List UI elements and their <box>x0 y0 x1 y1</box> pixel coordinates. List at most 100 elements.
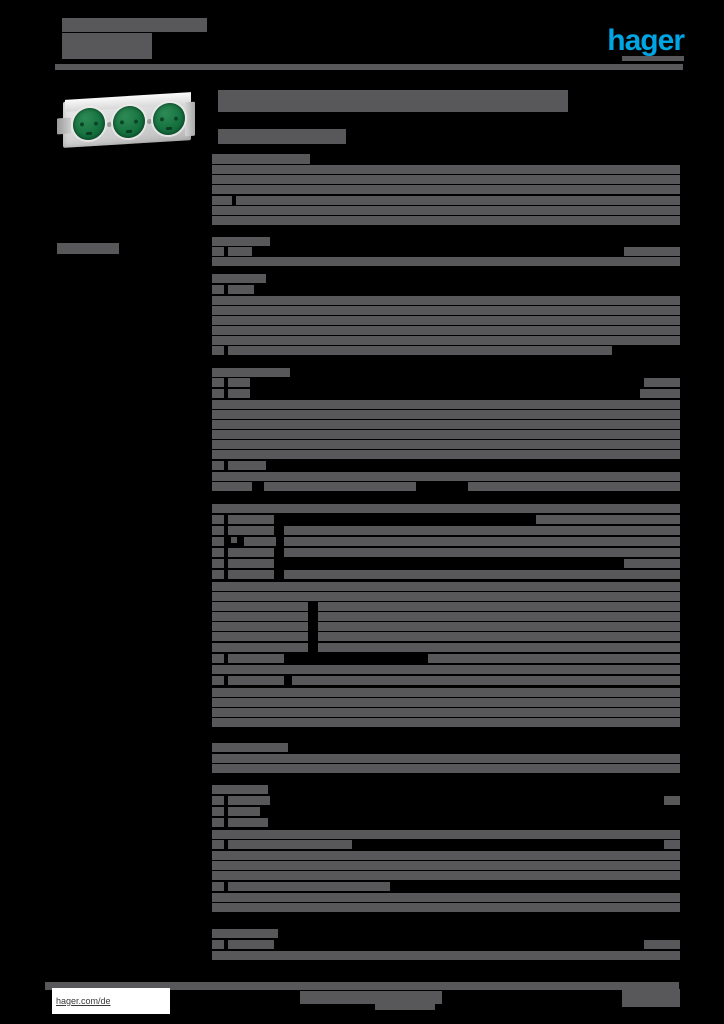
spec-value <box>212 450 680 459</box>
spec-label <box>212 929 278 938</box>
spec-value <box>264 482 416 491</box>
spec-label <box>212 237 270 246</box>
spec-bullet <box>212 285 224 294</box>
spec-value <box>212 306 680 315</box>
spec-bullet <box>212 654 224 663</box>
spec-value <box>212 893 680 902</box>
spec-label <box>228 247 252 256</box>
header-title-block-2 <box>62 33 152 46</box>
spec-value <box>624 247 680 256</box>
spec-label <box>228 882 390 891</box>
spec-value <box>318 622 680 631</box>
spec-value <box>212 472 680 481</box>
spec-bullet <box>212 676 224 685</box>
spec-bullet <box>212 940 224 949</box>
spec-value <box>318 643 680 652</box>
spec-value <box>236 196 680 205</box>
spec-value <box>212 420 680 429</box>
spec-label <box>228 796 270 805</box>
spec-bullet-dot <box>231 537 237 543</box>
spec-value <box>228 346 612 355</box>
spec-bullet <box>212 548 224 557</box>
spec-label <box>212 602 308 611</box>
hager-logo: hager <box>607 24 685 57</box>
spec-value <box>324 504 680 513</box>
spec-value <box>212 764 680 773</box>
spec-value <box>644 378 680 387</box>
spec-label <box>228 515 274 524</box>
spec-value <box>536 515 680 524</box>
spec-bullet <box>212 570 224 579</box>
spec-bullet <box>212 796 224 805</box>
socket-pin-icon <box>80 122 84 127</box>
spec-value <box>212 718 680 727</box>
spec-value <box>640 389 680 398</box>
hager-logo-underline <box>622 56 684 61</box>
spec-label <box>228 378 250 387</box>
spec-bullet <box>212 537 224 546</box>
spec-label <box>228 548 274 557</box>
spec-value <box>212 708 680 717</box>
spec-bullet <box>212 559 224 568</box>
spec-value <box>468 482 680 491</box>
socket-pin-icon <box>134 119 138 124</box>
header-title-block-1 <box>62 18 207 32</box>
footer-center-text-2 <box>375 1002 435 1010</box>
spec-bullet <box>212 515 224 524</box>
spec-value <box>284 548 680 557</box>
spec-value <box>212 871 680 880</box>
spec-bullet <box>212 346 224 355</box>
spec-value <box>212 296 680 305</box>
spec-value <box>212 440 680 449</box>
socket-pin-icon <box>94 121 98 126</box>
spec-value <box>212 410 680 419</box>
spec-value <box>318 602 680 611</box>
spec-label <box>228 389 250 398</box>
socket-earth-contact-icon <box>126 129 132 134</box>
spec-label <box>228 676 284 685</box>
spec-label <box>228 840 352 849</box>
spec-value <box>318 612 680 621</box>
spec-value <box>212 175 680 184</box>
spec-label <box>212 368 290 377</box>
spec-value <box>664 796 680 805</box>
footer-page-number <box>622 989 680 1007</box>
spec-label <box>212 612 308 621</box>
spec-value <box>212 830 680 839</box>
spec-bullet <box>212 818 224 827</box>
spec-bullet <box>212 378 224 387</box>
spec-bullet <box>212 461 224 470</box>
spec-value <box>284 570 680 579</box>
spec-value <box>212 400 680 409</box>
spec-bullet <box>212 389 224 398</box>
spec-label <box>212 154 310 164</box>
spec-value <box>212 430 680 439</box>
spec-label <box>212 196 232 205</box>
spec-value <box>292 676 680 685</box>
spec-value <box>212 316 680 325</box>
spec-bullet <box>212 807 224 816</box>
spec-label <box>212 482 252 491</box>
spec-bullet <box>212 526 224 535</box>
spec-bullet <box>212 247 224 256</box>
spec-label <box>212 785 268 794</box>
spec-value <box>428 654 680 663</box>
spec-value <box>284 526 680 535</box>
product-photo <box>57 92 197 154</box>
spec-value <box>212 851 680 860</box>
page-subtitle <box>218 129 346 144</box>
socket-earth-contact-icon <box>166 126 172 131</box>
spec-label <box>228 526 274 535</box>
spec-bullet <box>212 882 224 891</box>
spec-value <box>212 592 680 601</box>
footer-center-text <box>300 991 442 1004</box>
socket-pin-icon <box>120 120 124 125</box>
spec-label <box>228 559 274 568</box>
footer-website-link[interactable]: hager.com/de <box>52 988 170 1014</box>
spec-value <box>212 903 680 912</box>
socket-earth-contact-icon <box>86 131 92 136</box>
spec-value <box>212 206 680 215</box>
spec-bullet <box>212 840 224 849</box>
spec-value <box>212 861 680 870</box>
spec-value <box>212 951 680 960</box>
